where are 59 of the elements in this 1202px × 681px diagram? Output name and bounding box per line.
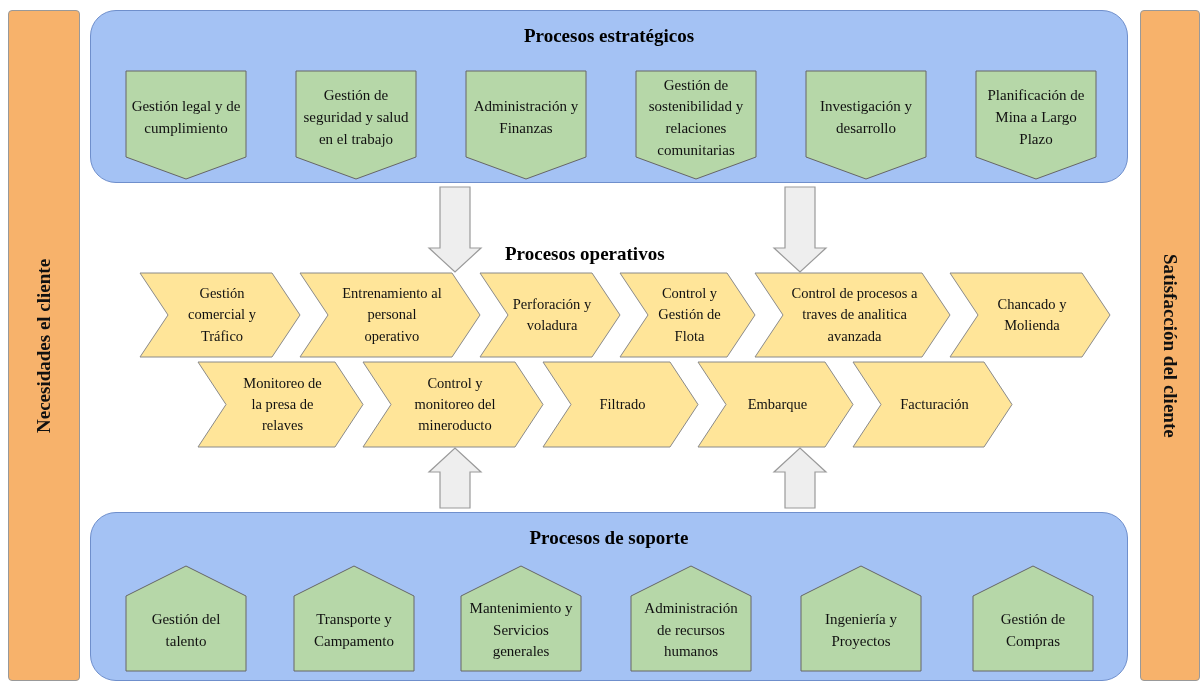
process-name: Planificación de Mina a Largo Plazo xyxy=(986,86,1086,149)
block-arrow xyxy=(772,447,828,509)
process-step-card xyxy=(755,273,950,357)
process-name: Transporte y Campamento xyxy=(313,609,395,651)
process-step-card xyxy=(300,273,480,357)
process-name: Gestión de seguridad y salud en el trabajo xyxy=(302,86,410,149)
process-name: Entrenamiento al personal operativo xyxy=(342,284,442,346)
process-step-card xyxy=(950,273,1110,357)
process-pentagon xyxy=(296,71,416,179)
process-step-card xyxy=(543,362,698,447)
process-name: Embarque xyxy=(746,395,809,414)
block-arrow xyxy=(427,447,483,509)
process-name: Control y monitoreo del mineroducto xyxy=(413,373,497,435)
process-step-card xyxy=(140,273,300,357)
process-name: Administración y Finanzas xyxy=(472,97,580,138)
band-title: Satisfacción del cliente xyxy=(1158,252,1182,440)
process-step-card xyxy=(853,362,1012,447)
process-name: Gestión legal y de cumplimiento xyxy=(130,97,242,138)
process-name: Gestión de Compras xyxy=(999,609,1067,651)
process-name: Investigación y desarrollo xyxy=(818,97,914,138)
process-house xyxy=(461,566,581,671)
band-title: Necesidades el cliente xyxy=(32,257,56,435)
process-name: Filtrado xyxy=(598,395,647,414)
process-name: Facturación xyxy=(899,395,970,414)
process-house xyxy=(801,566,921,671)
process-name: Control de procesos a traves de analitica avanzada xyxy=(790,284,919,346)
process-step-card xyxy=(620,273,755,357)
process-name: Perforación y voladura xyxy=(511,295,593,335)
process-name: Control y Gestión de Flota xyxy=(657,284,722,346)
process-step-card xyxy=(363,362,543,447)
side-band xyxy=(1140,10,1200,681)
process-house xyxy=(294,566,414,671)
block-arrow xyxy=(772,186,828,273)
process-name: Chancado y Molienda xyxy=(996,295,1068,335)
process-panel xyxy=(90,512,1128,681)
process-house xyxy=(126,566,246,671)
process-name: Mantenimiento y Servicios generales xyxy=(468,598,574,662)
process-step-card xyxy=(698,362,853,447)
process-pentagon xyxy=(806,71,926,179)
process-name: Ingeniería y Proyectos xyxy=(823,609,899,651)
side-band xyxy=(8,10,80,681)
process-step-card xyxy=(198,362,363,447)
process-panel xyxy=(90,10,1128,183)
panel-title: Procesos de soporte xyxy=(528,527,690,549)
process-house xyxy=(631,566,751,671)
process-name: Monitoreo de la presa de relaves xyxy=(242,373,323,435)
panel-title: Procesos estratégicos xyxy=(522,25,696,47)
process-pentagon xyxy=(126,71,246,179)
section-heading: Procesos operativos xyxy=(505,243,665,265)
process-pentagon xyxy=(976,71,1096,179)
process-step-card xyxy=(480,273,620,357)
process-name: Gestión de sostenibilidad y relaciones comunitarias xyxy=(647,75,745,160)
process-house xyxy=(973,566,1093,671)
process-pentagon xyxy=(466,71,586,179)
process-name: Administración de recursos humanos xyxy=(643,598,739,662)
process-name: Gestión del talento xyxy=(150,609,222,651)
block-arrow xyxy=(427,186,483,273)
process-name: Gestión comercial y Tráfico xyxy=(186,284,257,346)
process-pentagon xyxy=(636,71,756,179)
